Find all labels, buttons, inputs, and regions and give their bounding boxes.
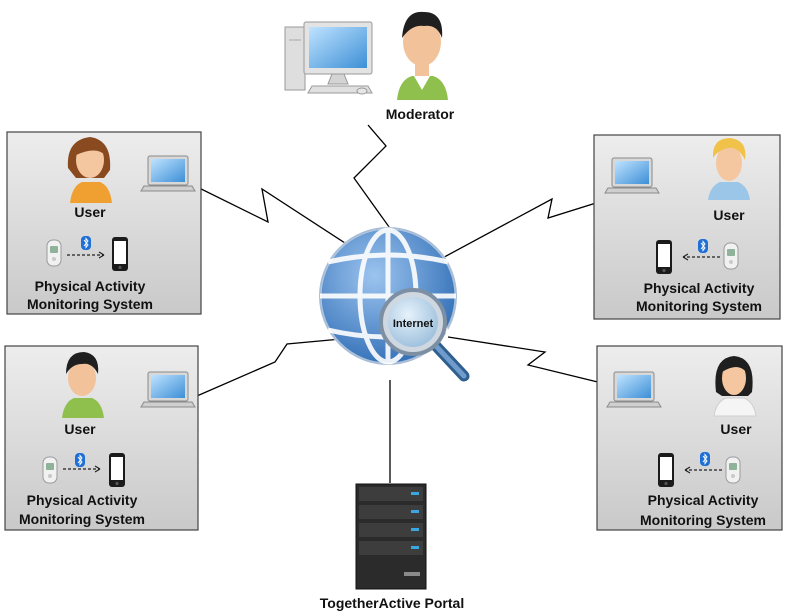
desktop-computer-icon <box>284 21 373 95</box>
laptop-icon <box>140 371 196 408</box>
smartphone-icon <box>109 453 125 487</box>
user-panel-bottom-right: User Physical Activity Monitoring System <box>596 345 783 531</box>
server-icon <box>355 483 427 590</box>
moderator-label: Moderator <box>386 106 455 122</box>
user-panel-bottom-left: User Physical Activity Monitoring System <box>4 345 199 531</box>
system-label-line1: Physical Activity <box>648 492 759 508</box>
laptop-icon <box>606 371 662 408</box>
link-user-top-right <box>434 197 613 263</box>
person-icon <box>713 356 757 417</box>
link-moderator <box>353 124 403 246</box>
smartphone-icon <box>112 237 128 271</box>
system-label-line2: Monitoring System <box>27 296 153 312</box>
system-label-line2: Monitoring System <box>19 511 145 527</box>
moderator-node: Moderator <box>284 11 455 122</box>
system-label-line1: Physical Activity <box>27 492 138 508</box>
system-label-line1: Physical Activity <box>35 278 146 294</box>
system-label-line2: Monitoring System <box>640 512 766 528</box>
portal-label: TogetherActive Portal <box>320 595 464 611</box>
person-icon <box>67 137 112 203</box>
portal-node: TogetherActive Portal <box>320 483 464 611</box>
user-panel-top-right: User Physical Activity Monitoring System <box>593 134 781 320</box>
activity-tracker-icon <box>42 456 58 484</box>
laptop-icon <box>140 155 196 192</box>
activity-tracker-icon <box>725 456 741 484</box>
activity-tracker-icon <box>46 239 62 267</box>
internet-label: Internet <box>393 318 434 330</box>
link-user-bottom-left <box>189 337 353 400</box>
connection-lines <box>186 124 613 483</box>
user-panel-top-left: User Physical Activity Monitoring System <box>6 131 202 315</box>
panel-background <box>593 134 781 320</box>
smartphone-icon <box>658 453 674 487</box>
bluetooth-icon <box>699 451 711 467</box>
user-label: User <box>74 204 106 220</box>
laptop-icon <box>604 157 660 194</box>
user-label: User <box>64 421 96 437</box>
link-user-top-left <box>186 181 369 259</box>
system-label-line2: Monitoring System <box>636 298 762 314</box>
user-label: User <box>720 421 752 437</box>
system-label-line1: Physical Activity <box>644 280 755 296</box>
person-icon <box>397 11 448 100</box>
link-user-bottom-right <box>447 336 611 386</box>
smartphone-icon <box>656 240 672 274</box>
activity-tracker-icon <box>723 242 739 270</box>
person-icon <box>708 138 750 200</box>
magnifier-icon <box>379 288 470 382</box>
user-label: User <box>713 207 745 223</box>
bluetooth-icon <box>80 235 92 251</box>
bluetooth-icon <box>74 452 86 468</box>
bluetooth-icon <box>697 238 709 254</box>
person-icon <box>62 352 104 418</box>
internet-node: Internet <box>318 226 470 382</box>
